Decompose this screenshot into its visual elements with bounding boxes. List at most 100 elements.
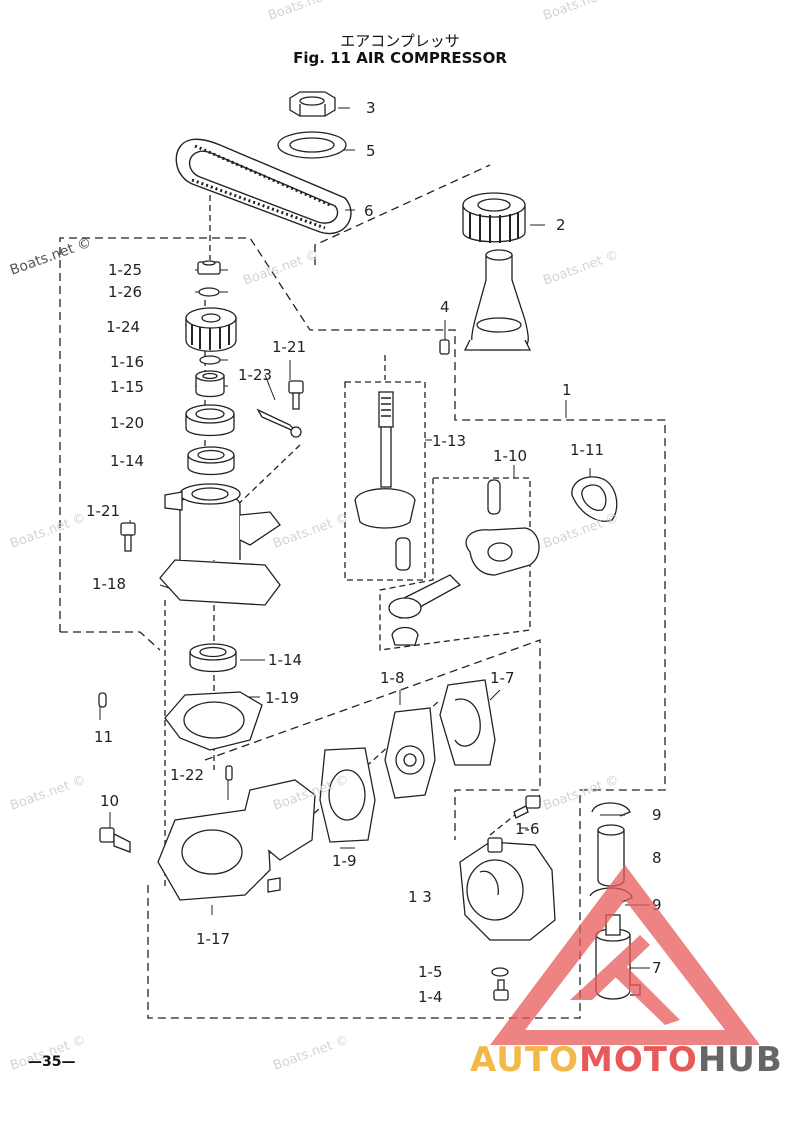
watermark: Boats.net © bbox=[8, 235, 94, 279]
part-1-21-bolt-upper bbox=[288, 380, 304, 410]
brand-triangle-logo bbox=[490, 865, 760, 1045]
label-1-10: 1-10 bbox=[493, 447, 527, 465]
part-1-24-gear bbox=[185, 307, 237, 352]
dash-sub-110 bbox=[379, 477, 531, 651]
brand-part-hub: HUB bbox=[697, 1040, 783, 1080]
label-1-20: 1-20 bbox=[110, 414, 144, 432]
part-labels: 3 5 6 2 4 1 1-25 1-26 1-24 1-16 1-15 1-2… bbox=[86, 99, 662, 1006]
watermark: Boats.net © bbox=[541, 0, 621, 24]
brand-part-moto: MOTO bbox=[578, 1040, 698, 1080]
label-1-26: 1-26 bbox=[108, 283, 142, 301]
watermark: Boats.net © bbox=[266, 0, 346, 24]
group-outline-1 bbox=[59, 237, 666, 1019]
watermark: Boats.net © bbox=[8, 511, 88, 552]
brand-part-auto: AUTO bbox=[470, 1040, 579, 1080]
label-1-14-b: 1-14 bbox=[268, 651, 302, 669]
label-10: 10 bbox=[100, 792, 119, 810]
part-13-cylinder-head bbox=[459, 837, 556, 941]
label-1-14-a: 1-14 bbox=[110, 452, 144, 470]
brand-logo: AUTOMOTOHUB bbox=[470, 1040, 783, 1080]
part-1-23-pin bbox=[256, 408, 302, 438]
label-1-13: 1-13 bbox=[432, 432, 466, 450]
label-8: 8 bbox=[652, 849, 662, 867]
part-1-22-dowel bbox=[225, 765, 233, 781]
label-1-22: 1-22 bbox=[170, 766, 204, 784]
label-1-24: 1-24 bbox=[106, 318, 140, 336]
label-7: 7 bbox=[652, 959, 662, 977]
part-8-hose bbox=[597, 824, 625, 887]
part-5-washer bbox=[277, 131, 347, 159]
group-outline-upper bbox=[60, 631, 161, 651]
part-drive-shaft bbox=[463, 249, 532, 351]
part-1-4-bolt bbox=[493, 979, 509, 1001]
watermark: Boats.net © bbox=[271, 1033, 351, 1074]
part-1-15-bushing bbox=[195, 370, 225, 398]
label-9-b: 9 bbox=[652, 896, 662, 914]
label-1-23: 1-23 bbox=[238, 366, 272, 384]
label-1-4: 1-4 bbox=[418, 988, 443, 1006]
label-1-3: 1 3 bbox=[408, 888, 432, 906]
label-6: 6 bbox=[364, 202, 374, 220]
part-1-17-cylinder bbox=[157, 779, 316, 901]
part-10-fitting bbox=[99, 827, 131, 853]
label-1-16: 1-16 bbox=[110, 353, 144, 371]
part-1-10-piston bbox=[465, 479, 540, 576]
watermark: Boats.net © bbox=[541, 511, 621, 552]
watermark: Boats.net © bbox=[541, 248, 621, 289]
label-1-8: 1-8 bbox=[380, 669, 405, 687]
dash-sub-113 bbox=[344, 381, 426, 581]
part-1-18-housing bbox=[159, 483, 281, 606]
watermark: Boats.net © bbox=[8, 773, 88, 814]
title-japanese: エアコンプレッサ bbox=[340, 32, 460, 50]
label-5: 5 bbox=[366, 142, 376, 160]
part-3-nut bbox=[289, 91, 336, 117]
part-2-pulley bbox=[462, 192, 526, 243]
label-1-5: 1-5 bbox=[418, 963, 443, 981]
part-1-26-washer bbox=[198, 287, 220, 297]
watermark: Boats.net © bbox=[271, 511, 351, 552]
label-1-21-a: 1-21 bbox=[272, 338, 306, 356]
watermark: Boats.net © bbox=[541, 773, 621, 814]
label-1-7: 1-7 bbox=[490, 669, 515, 687]
label-1-25: 1-25 bbox=[108, 261, 142, 279]
label-1-19: 1-19 bbox=[265, 689, 299, 707]
label-1-11: 1-11 bbox=[570, 441, 604, 459]
part-1-13-crankshaft bbox=[354, 391, 416, 571]
part-1-8-valve-plate bbox=[384, 707, 436, 799]
label-1-21-b: 1-21 bbox=[86, 502, 120, 520]
part-connecting-rod bbox=[388, 574, 462, 646]
part-6-timing-belt bbox=[175, 138, 352, 235]
dash-lower-mid bbox=[204, 639, 541, 840]
label-1-6: 1-6 bbox=[515, 820, 540, 838]
part-1-21-bolt-left bbox=[120, 522, 136, 552]
part-1-14-bearing-upper bbox=[187, 446, 235, 476]
part-1-25-nut bbox=[197, 260, 221, 275]
dash-upper-right bbox=[314, 164, 491, 265]
watermark: Boats.net © bbox=[241, 248, 321, 289]
label-4: 4 bbox=[440, 298, 450, 316]
part-1-20-seal bbox=[185, 404, 235, 437]
label-1-17: 1-17 bbox=[196, 930, 230, 948]
part-1-9-gasket bbox=[319, 747, 376, 843]
part-1-14-bearing-lower bbox=[189, 643, 237, 673]
label-2: 2 bbox=[556, 216, 566, 234]
label-1: 1 bbox=[562, 381, 572, 399]
part-1-11-ring bbox=[571, 476, 618, 522]
title-english: Fig. 11 AIR COMPRESSOR bbox=[293, 49, 507, 67]
label-11: 11 bbox=[94, 728, 113, 746]
label-3: 3 bbox=[366, 99, 376, 117]
label-1-15: 1-15 bbox=[110, 378, 144, 396]
part-1-16-washer bbox=[199, 355, 221, 365]
label-1-9: 1-9 bbox=[332, 852, 357, 870]
part-1-19-gasket bbox=[164, 691, 263, 751]
part-1-5-washer bbox=[491, 967, 509, 977]
label-1-18: 1-18 bbox=[92, 575, 126, 593]
part-1-7-valve-cover bbox=[439, 679, 496, 766]
part-1-6-bolt bbox=[513, 795, 541, 819]
part-11-pin bbox=[98, 692, 107, 708]
label-9-a: 9 bbox=[652, 806, 662, 824]
part-4-key bbox=[439, 339, 450, 355]
page-number: —35— bbox=[28, 1054, 76, 1070]
part-9-clamp-upper bbox=[591, 802, 631, 817]
